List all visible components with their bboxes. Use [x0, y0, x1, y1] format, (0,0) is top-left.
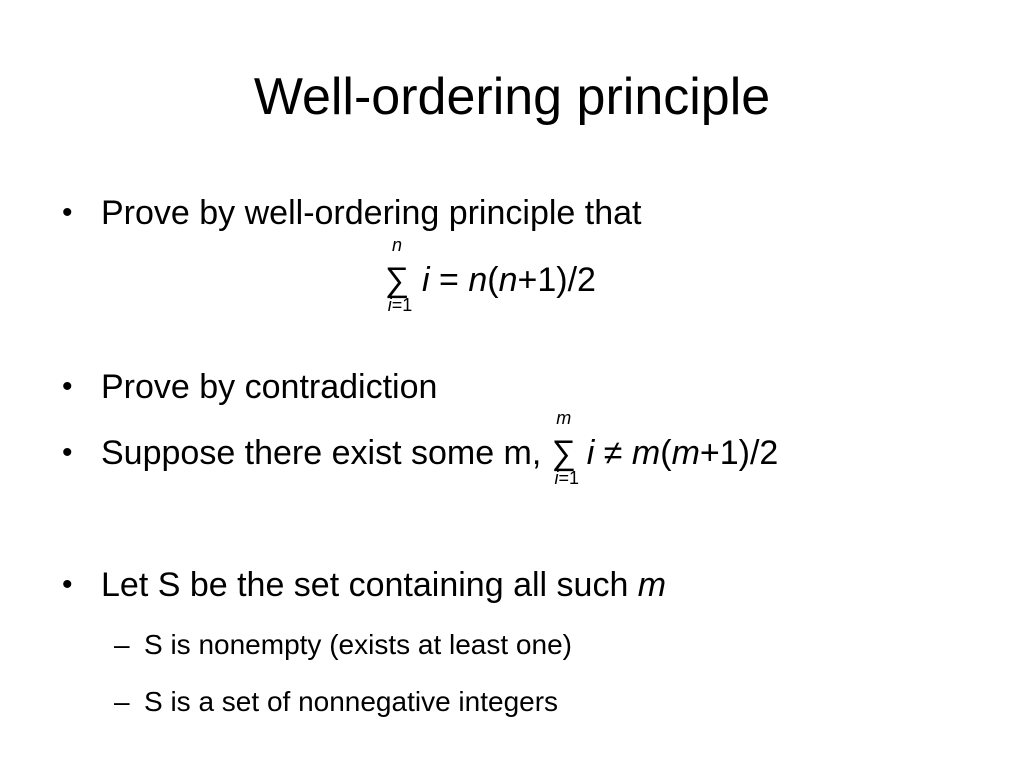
formula-relation: =	[429, 261, 469, 299]
sub-bullet-marker: –	[114, 686, 130, 717]
formula-rhs-var: n	[468, 261, 488, 299]
summation-symbol: ∑	[551, 434, 576, 472]
bullet-marker: •	[62, 568, 73, 601]
sub-bullet-marker: –	[114, 629, 130, 660]
bullet-marker: •	[62, 196, 73, 229]
summation-symbol: ∑	[384, 261, 410, 299]
summation: n ∑ i=1	[384, 236, 412, 314]
summation: m ∑i=1	[551, 409, 579, 487]
bullet-marker: •	[62, 436, 73, 469]
formula-term: i	[422, 261, 430, 299]
formula-sum-identity: n ∑ i=1 i = n(n+1)/2	[384, 236, 596, 314]
bullet-text-4: Let S be the set containing all such m	[101, 566, 667, 604]
summation-upper-limit: m	[556, 408, 572, 428]
summation-lower-limit: i=1	[387, 295, 413, 315]
sub-bullet-text-2: S is a set of nonnegative integers	[144, 686, 559, 717]
bullet-marker: •	[62, 370, 73, 403]
slide-title: Well-ordering principle	[253, 68, 771, 126]
sub-bullet-text-1: S is nonempty (exists at least one)	[144, 629, 572, 660]
summation-lower-limit: i=1	[554, 468, 580, 488]
summation-upper-limit: n	[391, 235, 402, 255]
bullet-text-1: Prove by well-ordering principle that	[101, 194, 642, 232]
bullet-text-2: Prove by contradiction	[101, 368, 438, 406]
